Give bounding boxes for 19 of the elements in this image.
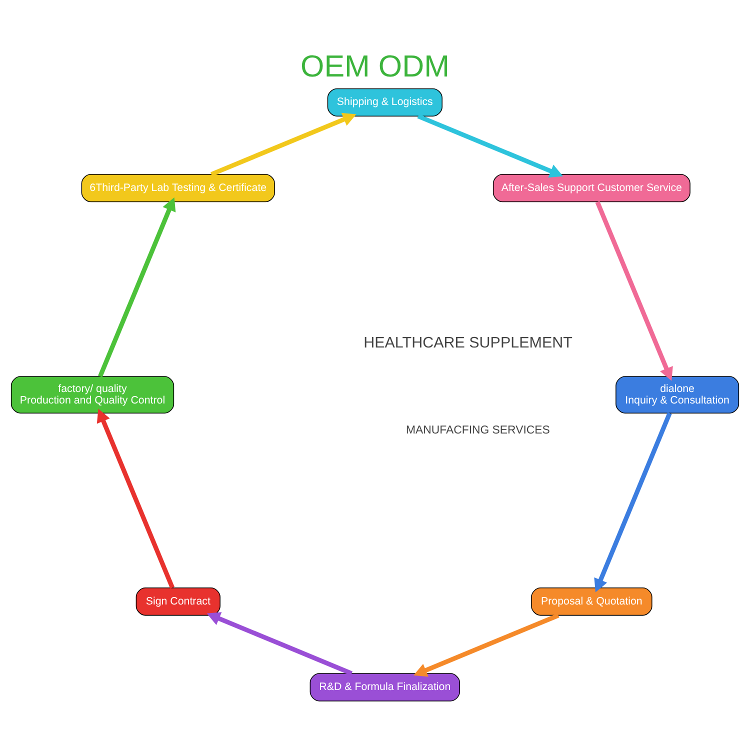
- node-box: R&D & Formula Finalization: [310, 673, 460, 702]
- arrow: [414, 613, 560, 677]
- node-box: Shipping & Logistics: [327, 88, 442, 117]
- label: HEALTHCARE SUPPLEMENT: [364, 334, 572, 352]
- arrow: [417, 114, 564, 178]
- arrow: [595, 201, 673, 381]
- node-box: Sign Contract: [136, 587, 220, 616]
- arrow: [98, 197, 176, 378]
- node-box: After-Sales Support Customer Service: [492, 174, 690, 202]
- arrow: [96, 408, 175, 589]
- node-box: factory/ quality Production and Quality Control: [10, 376, 174, 414]
- label: MANUFACFING SERVICES: [406, 424, 550, 436]
- arrow: [206, 612, 353, 676]
- node-box: dialone Inquiry & Consultation: [616, 376, 740, 414]
- node-box: Proposal & Quotation: [531, 587, 652, 616]
- node-box: 6Third-Party Lab Testing & Certificate: [81, 174, 275, 202]
- arrow: [594, 412, 672, 592]
- arrow: [210, 112, 356, 176]
- diagram-title: OEM ODM: [300, 50, 450, 84]
